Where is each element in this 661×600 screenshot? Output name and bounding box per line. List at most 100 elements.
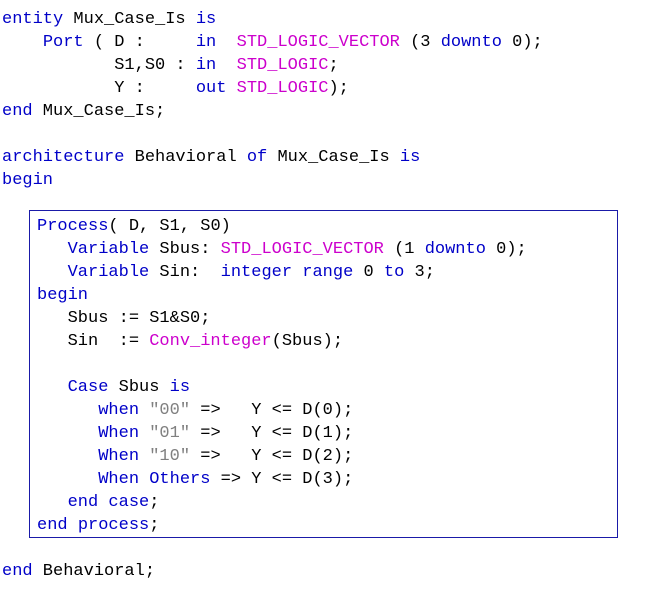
keyword-token: entity bbox=[2, 10, 64, 29]
code-token: Mux_Case_Is; bbox=[32, 102, 166, 121]
keyword-token: end bbox=[67, 493, 99, 512]
code-line: When "10" => Y <= D(2); bbox=[37, 445, 527, 468]
keyword-token: When bbox=[98, 470, 140, 489]
code-token: Behavioral; bbox=[32, 562, 156, 581]
type-token: STD_LOGIC bbox=[236, 79, 329, 98]
code-token: Mux_Case_Is bbox=[63, 10, 196, 29]
code-line: begin bbox=[2, 169, 543, 192]
string-literal-token: "01" bbox=[149, 424, 191, 443]
code-token: (Sbus); bbox=[271, 332, 344, 351]
keyword-token: When bbox=[98, 447, 140, 466]
keyword-token: Variable bbox=[67, 240, 150, 259]
code-token bbox=[139, 424, 149, 443]
code-token: => Y <= D(2); bbox=[190, 447, 354, 466]
code-line: Y : out STD_LOGIC); bbox=[2, 77, 543, 100]
code-line: Variable Sin: integer range 0 to 3; bbox=[37, 261, 527, 284]
code-token bbox=[37, 401, 98, 420]
process-block-code: Process( D, S1, S0) Variable Sbus: STD_L… bbox=[37, 215, 527, 537]
code-token: Sbus := S1&S0; bbox=[37, 309, 211, 328]
code-token: 3; bbox=[404, 263, 435, 282]
code-line: When "01" => Y <= D(1); bbox=[37, 422, 527, 445]
type-token: Conv_integer bbox=[149, 332, 272, 351]
keyword-token: is bbox=[195, 10, 217, 29]
code-token: Sbus bbox=[108, 378, 170, 397]
keyword-token: begin bbox=[2, 171, 54, 190]
code-line: Variable Sbus: STD_LOGIC_VECTOR (1 downt… bbox=[37, 238, 527, 261]
keyword-token: Case bbox=[67, 378, 109, 397]
code-token: => Y <= D(1); bbox=[190, 424, 354, 443]
string-literal-token: "00" bbox=[149, 401, 191, 420]
keyword-token: end bbox=[2, 562, 33, 581]
code-token: ; bbox=[328, 56, 339, 75]
code-token bbox=[139, 470, 149, 489]
keyword-token: process bbox=[77, 516, 150, 535]
type-token: STD_LOGIC_VECTOR bbox=[236, 33, 400, 52]
code-line: Sin := Conv_integer(Sbus); bbox=[37, 330, 527, 353]
code-token: ); bbox=[328, 79, 349, 98]
keyword-token: When bbox=[98, 424, 140, 443]
keyword-token: range bbox=[302, 263, 354, 282]
keyword-token: when bbox=[98, 401, 140, 420]
code-line: Process( D, S1, S0) bbox=[37, 215, 527, 238]
code-token: S1,S0 : bbox=[2, 56, 196, 75]
keyword-token: Variable bbox=[67, 263, 150, 282]
keyword-token: downto bbox=[424, 240, 486, 259]
code-token bbox=[139, 447, 149, 466]
code-token: Mux_Case_Is bbox=[267, 148, 400, 167]
code-line: entity Mux_Case_Is is bbox=[2, 8, 543, 31]
keyword-token: out bbox=[195, 79, 227, 98]
code-line bbox=[2, 123, 543, 146]
keyword-token: is bbox=[169, 378, 191, 397]
code-token: ( D : bbox=[83, 33, 196, 52]
code-token: (1 bbox=[383, 240, 425, 259]
architecture-end-line: end Behavioral; bbox=[2, 560, 155, 583]
code-token: (3 bbox=[399, 33, 441, 52]
code-line: When Others => Y <= D(3); bbox=[37, 468, 527, 491]
keyword-token: in bbox=[195, 33, 217, 52]
process-block-frame bbox=[29, 210, 618, 538]
code-token: 0 bbox=[353, 263, 384, 282]
keyword-token: is bbox=[399, 148, 421, 167]
keyword-token: to bbox=[383, 263, 405, 282]
code-token bbox=[216, 56, 236, 75]
code-token bbox=[37, 470, 98, 489]
code-line bbox=[37, 353, 527, 376]
code-token: ( D, S1, S0) bbox=[108, 217, 231, 236]
code-token bbox=[37, 240, 68, 259]
keyword-token: case bbox=[108, 493, 150, 512]
type-token: STD_LOGIC_VECTOR bbox=[220, 240, 384, 259]
code-token: Y : bbox=[2, 79, 196, 98]
code-token bbox=[2, 33, 43, 52]
code-token: Sin: bbox=[149, 263, 221, 282]
keyword-token: Others bbox=[149, 470, 211, 489]
code-token bbox=[37, 378, 68, 397]
code-token bbox=[68, 516, 78, 535]
code-token bbox=[37, 493, 68, 512]
code-line: end process; bbox=[37, 514, 527, 537]
code-line: S1,S0 : in STD_LOGIC; bbox=[2, 54, 543, 77]
code-line: end Behavioral; bbox=[2, 560, 155, 583]
code-token bbox=[98, 493, 108, 512]
code-line: architecture Behavioral of Mux_Case_Is i… bbox=[2, 146, 543, 169]
code-token: 0); bbox=[501, 33, 543, 52]
code-token bbox=[139, 401, 149, 420]
code-line: Case Sbus is bbox=[37, 376, 527, 399]
code-token: ; bbox=[149, 493, 160, 512]
code-line: Sbus := S1&S0; bbox=[37, 307, 527, 330]
code-token bbox=[37, 424, 98, 443]
keyword-token: integer bbox=[220, 263, 293, 282]
code-token: ; bbox=[149, 516, 160, 535]
code-editor-header: entity Mux_Case_Is is Port ( D : in STD_… bbox=[2, 8, 543, 192]
keyword-token: in bbox=[195, 56, 217, 75]
keyword-token: architecture bbox=[2, 148, 125, 167]
keyword-token: downto bbox=[440, 33, 502, 52]
keyword-token: begin bbox=[37, 286, 89, 305]
code-line: begin bbox=[37, 284, 527, 307]
keyword-token: end bbox=[37, 516, 68, 535]
code-token: 0); bbox=[485, 240, 527, 259]
type-token: STD_LOGIC bbox=[236, 56, 329, 75]
code-token bbox=[37, 447, 98, 466]
code-token: Sin := bbox=[37, 332, 150, 351]
code-token bbox=[226, 79, 236, 98]
code-token: Sbus: bbox=[149, 240, 221, 259]
